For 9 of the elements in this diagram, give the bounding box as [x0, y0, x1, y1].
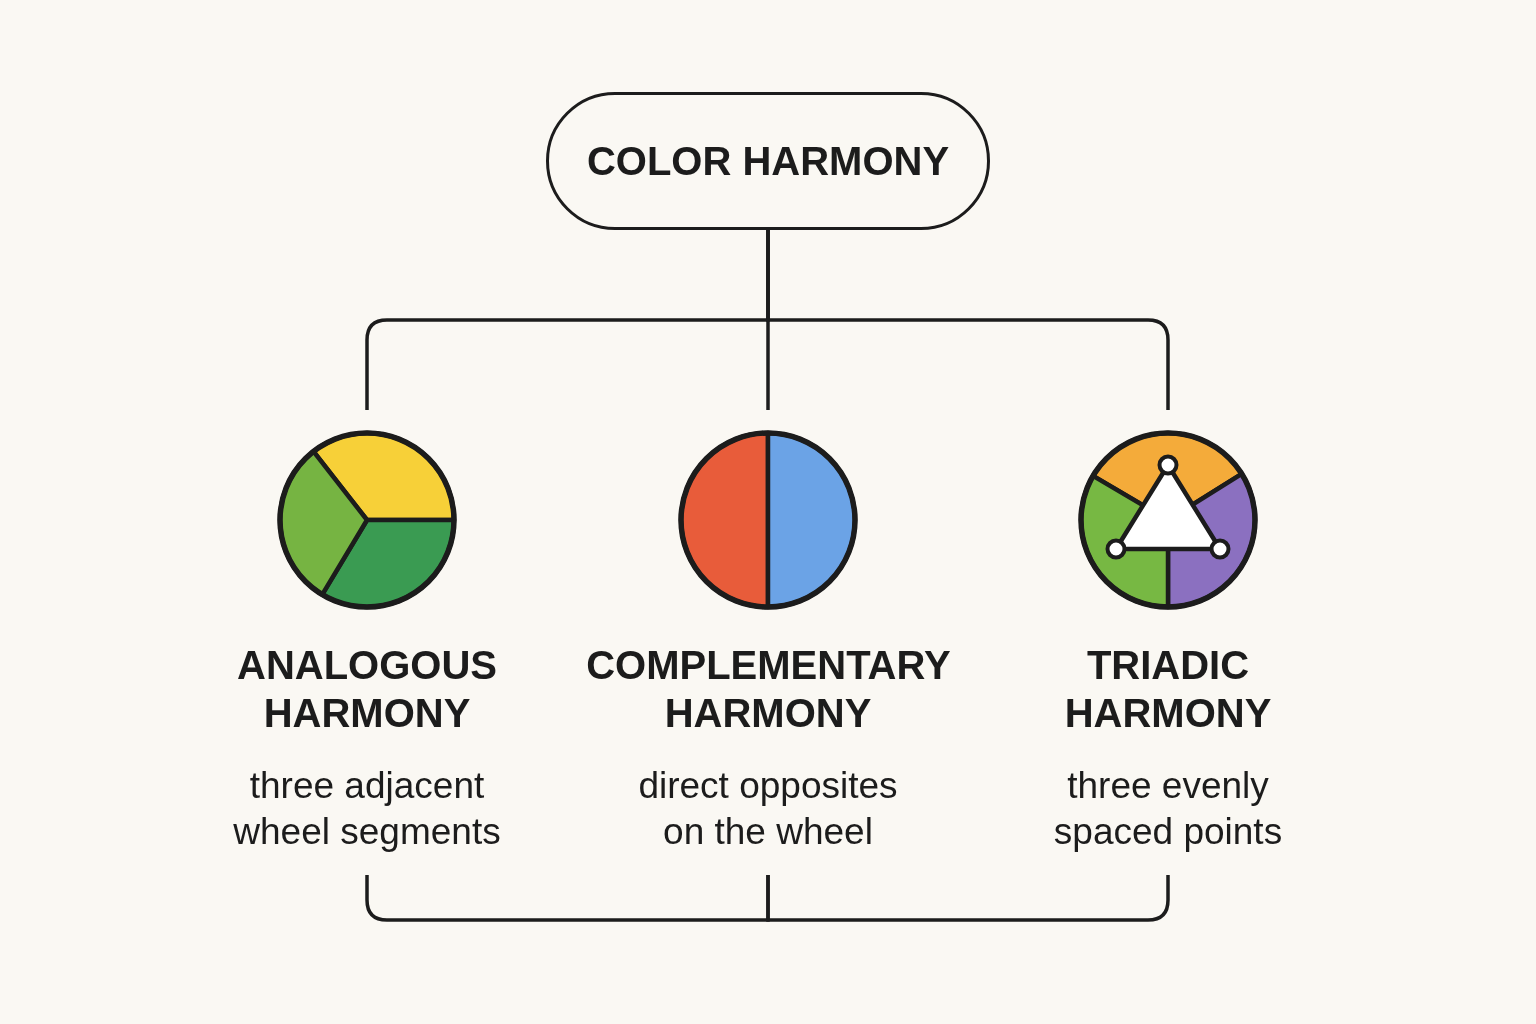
type-description: direct opposites on the wheel [637, 764, 899, 854]
type-heading: ANALOGOUS HARMONY [237, 642, 497, 737]
type-heading: COMPLEMENTARY HARMONY [586, 642, 950, 737]
type-description: three adjacent wheel segments [232, 764, 502, 854]
connector-line [766, 230, 1170, 410]
type-heading: TRIADIC HARMONY [1064, 642, 1272, 737]
pill-heading: COLOR HARMONY [586, 138, 950, 185]
connector-line [766, 875, 1170, 922]
type-description: three evenly spaced points [1052, 764, 1284, 854]
